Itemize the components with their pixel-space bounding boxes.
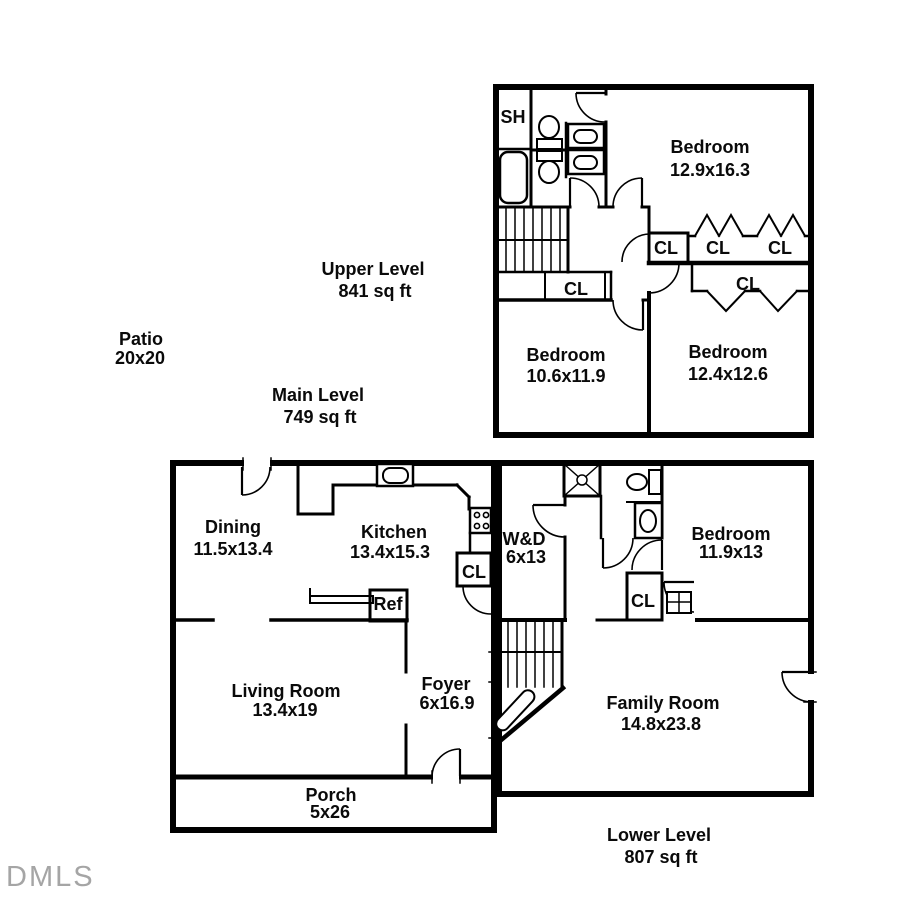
kitchen-closet-door <box>462 585 492 615</box>
room-label-foyer-dims: 6x16.9 <box>419 693 474 713</box>
room-label-family-name: Family Room <box>606 693 719 713</box>
room-label-foyer-name: Foyer <box>421 674 470 694</box>
refrigerator-label: Ref <box>373 594 403 614</box>
lower-bathroom <box>599 462 664 569</box>
label-main-level-area: 749 sq ft <box>283 407 356 427</box>
room-label-upper-bedroom3-name: Bedroom <box>688 342 767 362</box>
room-label-living-dims: 13.4x19 <box>252 700 317 720</box>
room-label-lower-bedroom-name: Bedroom <box>691 524 770 544</box>
toilet-lower <box>626 473 648 491</box>
room-label-family-dims: 14.8x23.8 <box>621 714 701 734</box>
main-level-plan: Dining 11.5x13.4 Kitchen 13.4x15.3 CL Re… <box>170 457 502 833</box>
room-label-laundry-name: W&D <box>503 529 546 549</box>
utility-door <box>663 580 695 614</box>
shower-stall <box>562 462 602 498</box>
upper-door-swings <box>568 91 680 331</box>
room-label-porch-dims: 5x26 <box>310 802 350 822</box>
closet-label-kitchen: CL <box>462 562 486 582</box>
room-label-upper-bedroom2-dims: 10.6x11.9 <box>526 366 605 386</box>
closet-label-hall: CL <box>564 279 588 299</box>
family-room-door <box>781 670 817 703</box>
room-label-kitchen-dims: 13.4x15.3 <box>350 542 430 562</box>
closet-label-bifold-3: CL <box>736 274 760 294</box>
foyer-entry-door <box>431 748 462 784</box>
kitchen-closet-box <box>455 551 493 588</box>
closet-label-lower: CL <box>631 591 655 611</box>
room-label-upper-bedroom1-name: Bedroom <box>670 137 749 157</box>
label-upper-level: Upper Level <box>321 259 424 279</box>
lower-stairs <box>495 618 567 745</box>
laundry-walls <box>532 494 567 622</box>
label-upper-level-area: 841 sq ft <box>338 281 411 301</box>
label-patio: Patio <box>119 329 163 349</box>
counter-peninsula <box>309 588 374 604</box>
level-labels: Upper Level 841 sq ft Main Level 749 sq … <box>115 259 711 867</box>
room-label-porch-name: Porch <box>305 785 356 805</box>
upper-level-plan: SH Bedroom 12.9x16.3 CL CL CL CL CL Bedr… <box>493 84 814 438</box>
toilet-upper-1 <box>536 115 563 150</box>
stove <box>468 506 493 535</box>
bathtub <box>498 150 529 205</box>
label-lower-level-area: 807 sq ft <box>624 847 697 867</box>
upper-stairs <box>496 206 570 274</box>
lower-level-outline <box>496 460 814 797</box>
living-room-walls <box>173 618 409 780</box>
dining-entry-door <box>240 457 272 496</box>
toilet-upper-2 <box>536 150 563 184</box>
main-level-outline <box>170 460 497 833</box>
label-shower: SH <box>500 107 525 127</box>
closet-label-small: CL <box>654 238 678 258</box>
lower-closet-box <box>625 571 664 622</box>
room-label-lower-bedroom-dims: 11.9x13 <box>699 542 763 562</box>
bathroom-sink-vanity-2 <box>566 148 606 176</box>
room-label-kitchen-name: Kitchen <box>361 522 427 542</box>
kitchen-walls <box>296 462 472 555</box>
room-label-upper-bedroom2-name: Bedroom <box>526 345 605 365</box>
closet-label-bifold-2: CL <box>768 238 792 258</box>
stair-railing <box>495 689 536 732</box>
room-label-dining-dims: 11.5x13.4 <box>193 539 272 559</box>
upper-bifold-closets <box>686 212 812 313</box>
kitchen-sink <box>375 462 415 488</box>
closet-label-bifold-1: CL <box>706 238 730 258</box>
room-label-upper-bedroom1-dims: 12.9x16.3 <box>670 160 750 180</box>
room-label-living-name: Living Room <box>232 681 341 701</box>
mls-watermark: DMLS <box>6 861 95 893</box>
label-lower-level: Lower Level <box>607 825 711 845</box>
lower-level-plan: W&D 6x13 Bedroom 11.9x13 CL Family Room … <box>495 460 817 797</box>
room-label-laundry-dims: 6x13 <box>506 547 546 567</box>
label-main-level: Main Level <box>272 385 364 405</box>
label-patio-dims: 20x20 <box>115 348 165 368</box>
room-label-dining-name: Dining <box>205 517 261 537</box>
lower-bedroom-door <box>631 539 664 571</box>
room-label-upper-bedroom3-dims: 12.4x12.6 <box>688 364 768 384</box>
bathroom-sink-vanity-1 <box>566 122 606 150</box>
